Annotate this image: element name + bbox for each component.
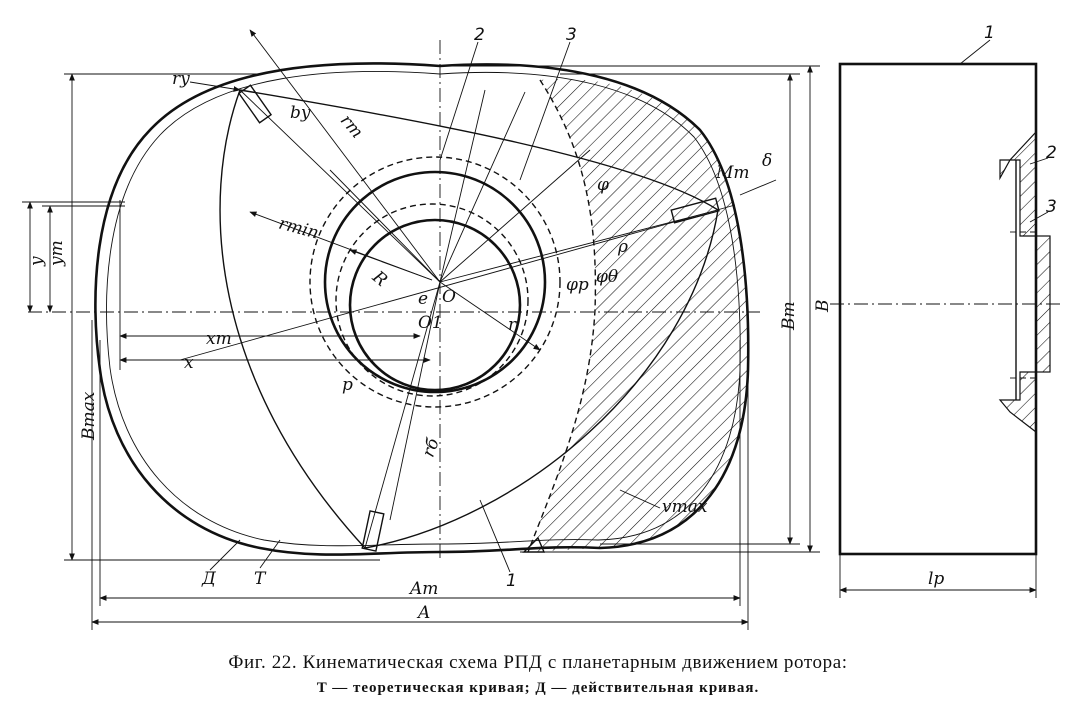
- rotor-arc-bottom: [364, 209, 719, 549]
- leader-2: [439, 41, 479, 161]
- label-R: R: [368, 267, 392, 291]
- radial-line-5: [439, 209, 719, 283]
- apex-seal-right: [670, 197, 720, 224]
- inner-dashed-circle: [335, 203, 529, 397]
- leader-vmax: [619, 489, 661, 509]
- label-r: r: [508, 315, 517, 335]
- label-vmax: vmax: [662, 497, 708, 517]
- side-view-shaft: [1035, 235, 1051, 373]
- leader-3: [519, 41, 571, 181]
- label-O: O: [442, 287, 456, 307]
- leader-1: [479, 499, 511, 573]
- label-rmin: rmin: [276, 214, 320, 244]
- leader-side-2: [1029, 157, 1049, 165]
- radial-line-2: [439, 89, 486, 283]
- leader-T: [259, 539, 281, 569]
- rotor-arc-left: [219, 89, 366, 549]
- chamber-boundary-dashed: [527, 79, 597, 553]
- leader-side-1: [959, 39, 991, 65]
- label-y: y: [27, 256, 47, 267]
- label-A: A: [416, 603, 430, 623]
- radial-line-6: [364, 281, 441, 549]
- label-side-2: 2: [1046, 143, 1057, 163]
- label-yt: yт: [47, 240, 67, 267]
- hatched-chamber: [528, 78, 749, 552]
- label-ry: rу: [172, 69, 190, 89]
- label-e: e: [418, 289, 428, 309]
- label-part1: 1: [506, 571, 517, 591]
- label-phi: φ: [597, 175, 609, 195]
- label-phi-p: φp: [566, 275, 589, 295]
- side-view-body: [838, 62, 1038, 556]
- label-lp: lp: [928, 569, 944, 589]
- label-rho: ρ: [617, 237, 628, 257]
- label-bmax: Bmax: [79, 391, 99, 441]
- label-side-3: 3: [1046, 197, 1057, 217]
- label-part3: 3: [566, 25, 577, 45]
- radial-line-3: [439, 91, 526, 283]
- radial-line-4: [439, 149, 591, 283]
- leader-side-3: [1029, 211, 1049, 223]
- outer-solid-circle: [323, 170, 547, 394]
- label-B: B: [813, 300, 833, 314]
- radial-line-7: [329, 169, 441, 283]
- label-p: p: [342, 375, 353, 395]
- apex-seal-top-left: [237, 84, 273, 124]
- r-dim-line: [439, 281, 541, 351]
- figure-legend: T — теоретическая кривая; Д — действител…: [316, 680, 760, 696]
- apex-seal-bottom: [361, 510, 385, 552]
- leader-delta: [739, 179, 777, 196]
- label-part2: 2: [474, 25, 485, 45]
- label-x: x: [184, 353, 194, 373]
- figure-caption: Фиг. 22. Кинематическая схема РПД с план…: [228, 652, 848, 673]
- label-by: bу: [290, 103, 311, 123]
- label-phi-theta: φθ: [596, 267, 618, 287]
- rotor-arc-right: [239, 89, 719, 211]
- label-mt: Mт: [715, 163, 750, 183]
- leader-ry: [189, 81, 241, 92]
- radial-line-1: [239, 89, 441, 283]
- label-T: T: [254, 569, 267, 589]
- R-dim-line: [349, 249, 433, 281]
- rt-dim-line: [249, 29, 441, 283]
- label-side-1: 1: [984, 23, 995, 43]
- side-view-bearing-bottom: [998, 371, 1037, 434]
- side-view-bearing-top: [999, 130, 1037, 237]
- label-delta: δ: [762, 151, 772, 171]
- label-xt: xт: [206, 329, 232, 349]
- inner-solid-circle: [348, 218, 522, 392]
- leader-D: [209, 539, 241, 571]
- label-rt: rт: [336, 111, 367, 142]
- label-AT: Aт: [408, 579, 438, 599]
- label-bt: Bт: [779, 301, 799, 331]
- label-O1: O1: [418, 313, 443, 333]
- rb-dim-line: [389, 281, 441, 521]
- label-D: Д: [201, 569, 217, 589]
- outer-dashed-circle: [309, 156, 561, 408]
